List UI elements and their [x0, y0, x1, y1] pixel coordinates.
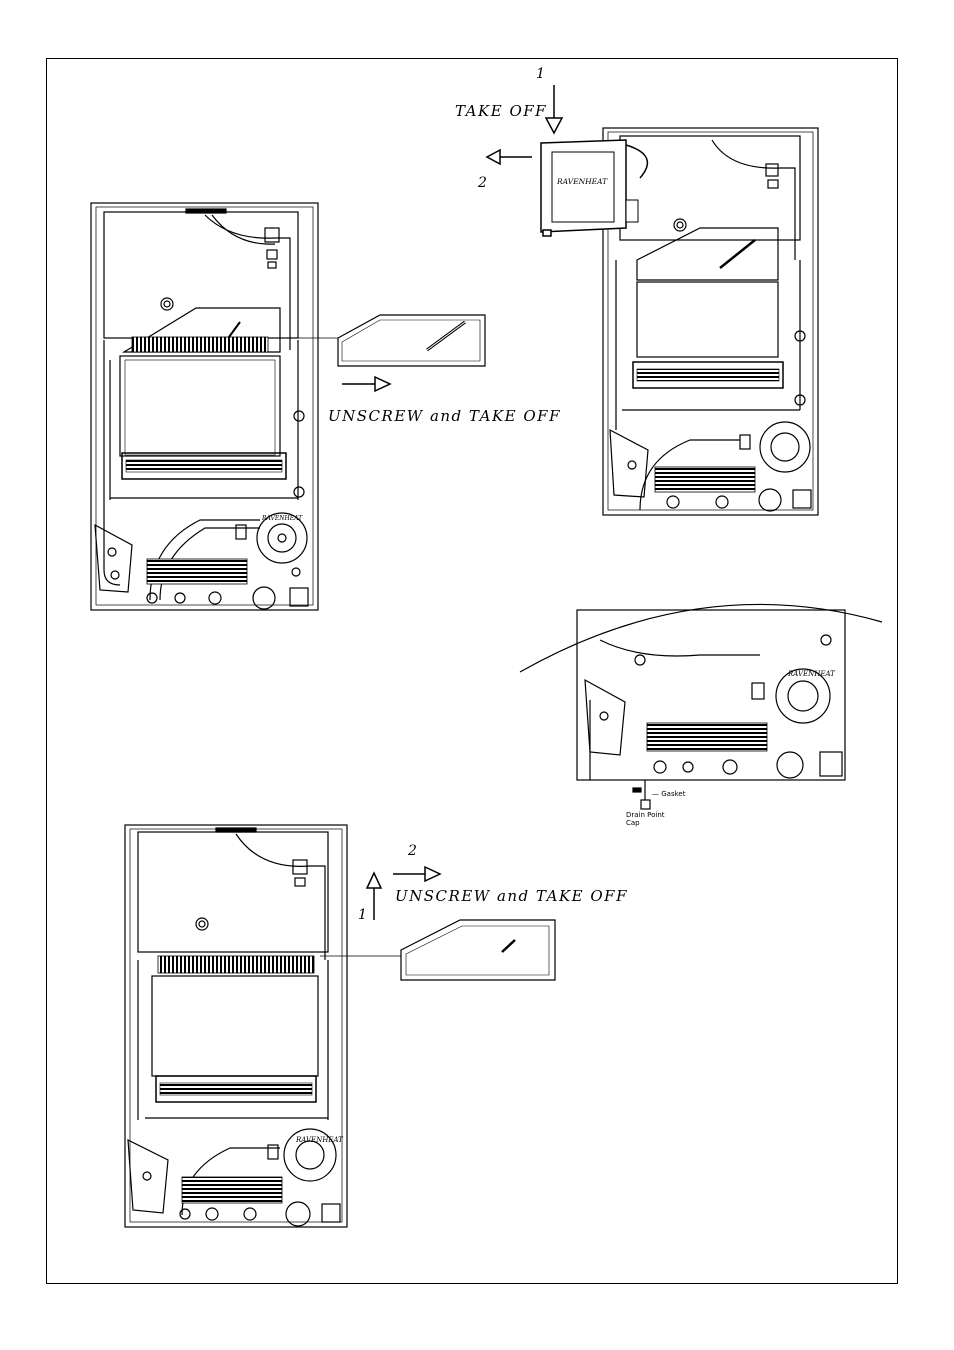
boiler-top-right	[602, 127, 819, 516]
detail-drain	[519, 603, 883, 810]
brand-left: RAVENHEAT	[261, 515, 303, 522]
drain-point-label: Drain Point	[626, 811, 665, 819]
brand-detail: RAVENHEAT	[787, 670, 836, 678]
unscrew-label-top: UNSCREW and TAKE OFF	[328, 407, 561, 425]
step-number-take-off: 1	[536, 66, 545, 82]
gasket-label: — Gasket	[652, 790, 686, 798]
step-number-slide-out: 2	[478, 175, 487, 191]
drain-cap-label: Cap	[626, 819, 640, 827]
step-number-lift: 1	[358, 907, 367, 923]
brand-control-box: RAVENHEAT	[556, 177, 608, 186]
arrow-left-icon	[485, 148, 532, 166]
boiler-bottom	[124, 824, 348, 1228]
brand-bottom: RAVENHEAT	[295, 1136, 344, 1144]
control-box	[540, 139, 649, 237]
step-number-unscrew: 2	[408, 843, 417, 859]
boiler-left	[90, 202, 319, 611]
front-panel-removed-bottom	[320, 919, 556, 981]
arrow-right-icon	[342, 375, 392, 393]
arrow-right-icon	[393, 865, 442, 883]
arrow-down-icon	[544, 85, 564, 135]
unscrew-label-bottom: UNSCREW and TAKE OFF	[395, 887, 628, 905]
arrow-up-icon	[365, 871, 383, 920]
take-off-label: TAKE OFF	[455, 102, 548, 120]
front-panel-removed-left	[280, 314, 486, 367]
page-frame	[46, 58, 898, 1284]
